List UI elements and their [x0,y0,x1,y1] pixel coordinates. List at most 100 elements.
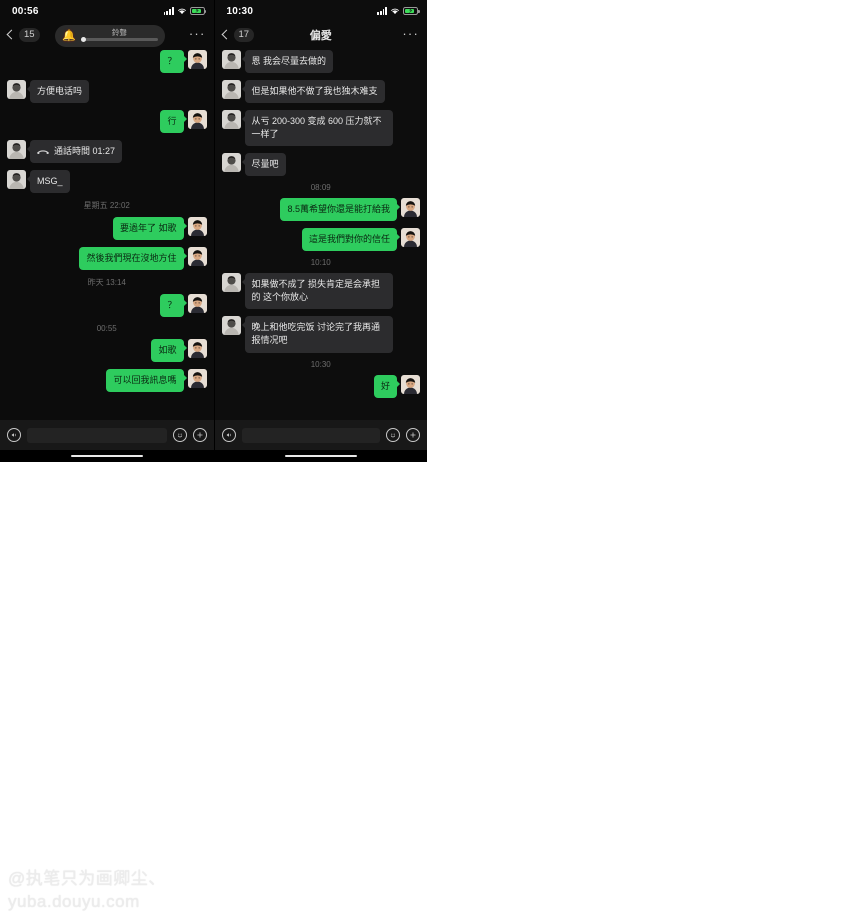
avatar-self[interactable] [187,294,207,314]
right-message-input[interactable] [241,427,380,443]
message-timestamp: 00:55 [96,324,117,334]
right-status-icons: ⚡ [377,7,420,15]
bell-muted-icon: 🔔 [62,29,76,42]
voice-record-icon[interactable] [7,428,21,442]
message-bubble[interactable]: 這是我們對你的信任 [301,228,401,252]
avatar-contact[interactable] [221,80,241,100]
wifi-icon [390,7,400,15]
avatar-self[interactable] [401,374,420,394]
message-timestamp: 昨天 13:14 [87,278,126,288]
avatar-contact[interactable] [221,316,241,336]
right-input-bar [214,420,427,450]
message-row: 要過年了 如歌 [7,217,207,241]
wifi-icon [177,7,187,15]
avatar-contact[interactable] [221,273,241,293]
message-row: 行 [7,110,207,134]
message-row: 然後我們現在沒地方住 [7,247,207,271]
message-bubble[interactable]: 行 [160,110,187,134]
volume-slider-knob[interactable] [80,36,86,42]
message-row: 可以回我訊息嗎 [7,369,207,393]
message-bubble[interactable]: ？ [160,50,187,74]
battery-charging-icon: ⚡ [189,7,207,15]
message-row: 方便电话吗 [7,80,207,104]
avatar-self[interactable] [401,198,420,218]
avatar-self[interactable] [187,369,207,389]
message-timestamp: 08:09 [310,183,331,193]
right-nav-bar: 17 偏愛 ··· [215,22,428,48]
message-row: 晚上和他吃完饭 讨论完了我再通报情况吧 [221,316,421,353]
left-message-input[interactable] [27,427,167,443]
message-bubble[interactable]: 恩 我会尽量去做的 [241,50,334,74]
ringtone-label: 鈴聲 [111,27,127,37]
right-status-bar: 10:30 ⚡ [215,0,428,22]
message-bubble[interactable]: 从亏 200-300 变成 600 压力就不一样了 [241,110,393,147]
message-bubble[interactable]: 可以回我訊息嗎 [106,369,187,393]
right-back-button[interactable]: 17 [221,28,255,42]
right-more-menu-button[interactable]: ··· [402,25,419,41]
message-bubble[interactable]: 方便电话吗 [26,80,90,104]
avatar-self[interactable] [187,50,207,69]
avatar-contact[interactable] [221,110,241,130]
message-bubble[interactable]: 要過年了 如歌 [112,217,186,241]
volume-slider[interactable]: 鈴聲 [80,28,158,42]
message-timestamp: 10:10 [310,258,331,268]
avatar-self[interactable] [187,217,207,237]
signal-bars-icon [377,7,387,15]
avatar-contact[interactable] [7,140,26,160]
left-more-menu-button[interactable]: ··· [188,25,206,41]
call-duration-bubble[interactable]: 通話時間 01:27 [26,140,123,164]
message-row: ？ [7,50,207,74]
message-timestamp: 10:30 [310,359,331,369]
right-message-list[interactable]: 恩 我会尽量去做的但是如果他不做了我也独木难支从亏 200-300 变成 600… [215,48,428,420]
message-bubble[interactable]: 晚上和他吃完饭 讨论完了我再通报情况吧 [241,316,393,353]
message-bubble[interactable]: 如果做不成了 损失肯定是会承担的 这个你放心 [241,273,393,310]
left-phone-screen: 00:56 ⚡ 15 🔔 鈴聲 [0,0,214,462]
volume-slider-track[interactable] [80,36,158,42]
plus-icon[interactable] [192,428,207,442]
emoji-icon[interactable] [172,428,187,442]
message-bubble[interactable]: 8.5萬希望你還是能打給我 [280,198,400,222]
signal-bars-icon [163,7,174,15]
avatar-self[interactable] [187,110,207,130]
left-status-icons: ⚡ [163,7,207,15]
message-row: 恩 我会尽量去做的 [221,50,421,74]
right-status-time: 10:30 [226,5,254,17]
watermark-line-1: @执笔只为画卿尘、 [8,869,166,888]
avatar-contact[interactable] [221,153,241,173]
message-bubble[interactable]: 但是如果他不做了我也独木难支 [241,80,385,104]
watermark-line-2: yuba.douyu.com [8,891,140,911]
voice-record-icon[interactable] [221,428,236,442]
avatar-contact[interactable] [7,80,26,100]
watermark: @执笔只为画卿尘、 yuba.douyu.com [8,868,166,914]
message-bubble[interactable]: 好 [373,374,401,398]
left-home-indicator-area [0,450,214,462]
home-indicator[interactable] [284,454,357,458]
message-bubble[interactable]: 然後我們現在沒地方住 [79,247,187,271]
avatar-contact[interactable] [7,170,26,190]
left-back-button[interactable]: 15 [6,28,40,42]
message-bubble[interactable]: 尽量吧 [241,153,286,177]
message-bubble[interactable]: MSG_ [27,170,70,194]
home-indicator[interactable] [70,454,143,458]
message-bubble[interactable]: 如歌 [151,339,187,363]
message-row: MSG_ [7,170,207,194]
left-status-time: 00:56 [12,5,39,17]
ringtone-volume-control[interactable]: 🔔 鈴聲 [55,25,165,47]
message-row: 从亏 200-300 变成 600 压力就不一样了 [221,110,421,147]
chevron-left-icon [221,30,231,40]
message-row: ？ [7,294,207,318]
message-row: 如歌 [7,339,207,363]
avatar-contact[interactable] [221,50,241,69]
avatar-self[interactable] [187,339,207,359]
avatar-self[interactable] [401,228,420,248]
avatar-self[interactable] [187,247,207,267]
message-bubble[interactable]: ？ [160,294,187,318]
message-row: 通話時間 01:27 [7,140,207,164]
message-row: 這是我們對你的信任 [222,228,420,252]
call-duration-text: 通話時間 01:27 [54,146,116,157]
emoji-icon[interactable] [386,428,400,442]
plus-icon[interactable] [406,428,420,442]
dual-phone-screenshot: 00:56 ⚡ 15 🔔 鈴聲 [0,0,427,462]
left-status-bar: 00:56 ⚡ [0,0,214,22]
